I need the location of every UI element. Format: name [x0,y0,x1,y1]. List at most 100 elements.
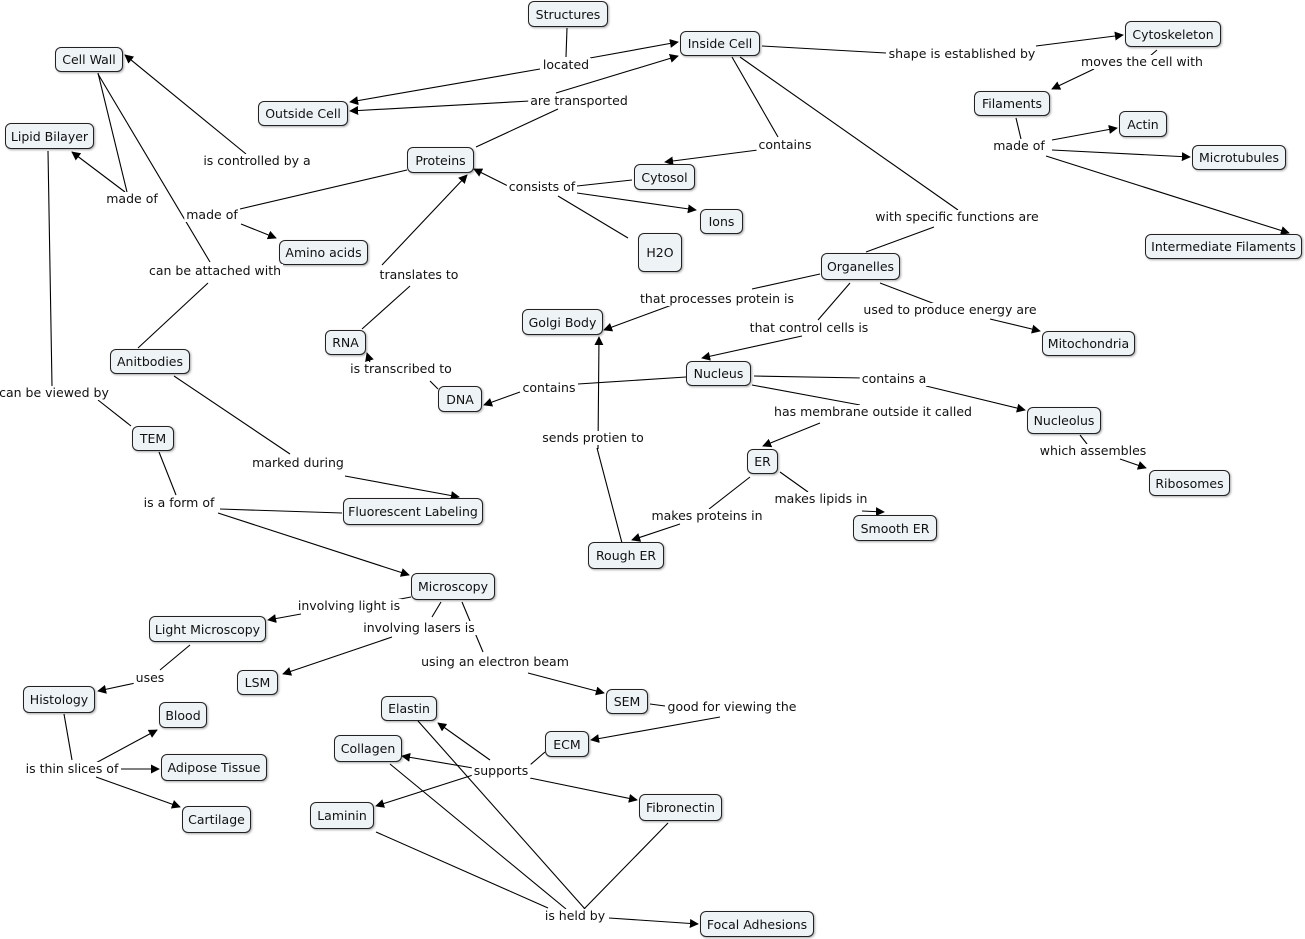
concept-ribosomes[interactable]: Ribosomes [1149,470,1230,496]
concept-cytoskeleton[interactable]: Cytoskeleton [1125,21,1221,47]
arrow-connector [91,729,158,766]
line-connector [779,471,809,493]
link-involving-light: involving light is [295,598,403,613]
arrow-connector [124,54,247,155]
arrow-connector [529,777,638,803]
concept-light-microscopy[interactable]: Light Microscopy [149,616,266,642]
link-processes-protein: that processes protein is [638,291,796,306]
arrow-connector [437,722,491,761]
concept-structures[interactable]: Structures [528,1,608,27]
concept-smooth-er[interactable]: Smooth ER [853,515,937,541]
concept-outside-cell[interactable]: Outside Cell [258,101,348,126]
arrow-connector [282,636,393,676]
arrow-connector [1119,458,1147,470]
concept-fibronectin[interactable]: Fibronectin [639,794,722,821]
line-connector [97,73,211,263]
concept-golgi-body[interactable]: Golgi Body [522,309,603,335]
line-connector [173,375,291,455]
concept-cell-wall[interactable]: Cell Wall [55,47,123,72]
concept-cartilage[interactable]: Cartilage [182,806,251,833]
link-marked-during: marked during [250,455,346,470]
arrow-connector [861,507,885,517]
link-makes-proteins: makes proteins in [649,508,765,523]
line-connector [865,226,935,253]
line-connector [375,831,549,909]
arrow-connector [483,391,521,407]
concept-h2o[interactable]: H2O [638,233,682,272]
link-supports: supports [471,763,531,778]
line-connector [576,179,633,187]
concept-organelles[interactable]: Organelles [821,253,900,280]
concept-sem[interactable]: SEM [606,689,648,714]
concept-ions[interactable]: Ions [700,209,743,234]
concept-blood[interactable]: Blood [159,702,207,728]
arrow-connector [603,301,681,332]
line-connector [751,384,861,406]
line-connector [239,169,408,210]
line-connector [753,375,864,379]
arrow-connector [349,100,531,116]
link-good-viewing: good for viewing the [665,699,799,714]
concept-er[interactable]: ER [747,449,778,474]
line-connector [739,56,959,211]
concept-mitochondria[interactable]: Mitochondria [1042,331,1135,356]
link-involving-lasers: involving lasers is [361,620,477,635]
concept-microscopy[interactable]: Microscopy [411,573,495,600]
line-connector [137,282,209,349]
link-contains-inside: contains [756,137,814,152]
arrow-connector [589,39,679,59]
link-transcribed-to: is transcribed to [348,361,454,376]
line-connector [389,763,567,910]
link-is-controlled-by: is controlled by a [201,153,313,168]
link-has-membrane: has membrane outside it called [772,404,974,419]
concept-microtubules[interactable]: Microtubules [1192,145,1286,170]
concept-ecm[interactable]: ECM [545,731,589,757]
concept-anitbodies[interactable]: Anitbodies [110,349,190,374]
link-electron-beam: using an electron beam [419,654,571,669]
arrow-connector [375,774,474,808]
concept-collagen[interactable]: Collagen [334,735,402,762]
concept-laminin[interactable]: Laminin [310,802,374,829]
concept-tem[interactable]: TEM [132,426,174,451]
concept-inside-cell[interactable]: Inside Cell [680,31,760,56]
arrow-connector [576,192,697,214]
arrow-connector [1051,68,1095,90]
concept-filaments[interactable]: Filaments [974,91,1050,116]
line-connector [708,476,751,510]
line-connector [529,751,546,766]
arrow-connector [631,523,681,542]
concept-rough-er[interactable]: Rough ER [588,542,664,569]
line-connector [751,273,821,290]
concept-rna[interactable]: RNA [325,330,366,355]
concept-intermediate-filaments[interactable]: Intermediate Filaments [1145,234,1302,259]
line-connector [97,399,132,427]
link-makes-lipids: makes lipids in [772,491,870,506]
arrow-connector [1045,155,1290,235]
line-connector [47,150,53,387]
line-connector [1079,434,1088,445]
line-connector [583,822,669,910]
concept-cytosol[interactable]: Cytosol [634,164,695,190]
link-are-transported: are transported [528,93,630,108]
concept-histology[interactable]: Histology [23,686,95,713]
concept-fluorescent-labeling[interactable]: Fluorescent Labeling [343,498,483,525]
concept-lipid-bilayer[interactable]: Lipid Bilayer [5,123,94,149]
link-control-cells: that control cells is [747,320,871,335]
concept-amino-acids[interactable]: Amino acids [279,240,368,265]
concept-focal-adhesions[interactable]: Focal Adhesions [700,911,814,937]
concept-elastin[interactable]: Elastin [381,696,437,721]
link-made-of-cellwall: made of [104,191,160,206]
concept-nucleus[interactable]: Nucleus [686,361,751,386]
concept-adipose-tissue[interactable]: Adipose Tissue [161,754,267,781]
concept-actin[interactable]: Actin [1119,111,1167,137]
concept-dna[interactable]: DNA [438,386,482,412]
arrow-connector [240,223,277,240]
link-located: located [540,57,592,72]
link-sends-protien: sends protien to [540,430,646,445]
concept-proteins[interactable]: Proteins [407,147,474,173]
line-connector [63,713,73,761]
concept-nucleolus[interactable]: Nucleolus [1027,407,1101,434]
concept-lsm[interactable]: LSM [237,670,278,695]
arrow-connector [97,681,141,694]
